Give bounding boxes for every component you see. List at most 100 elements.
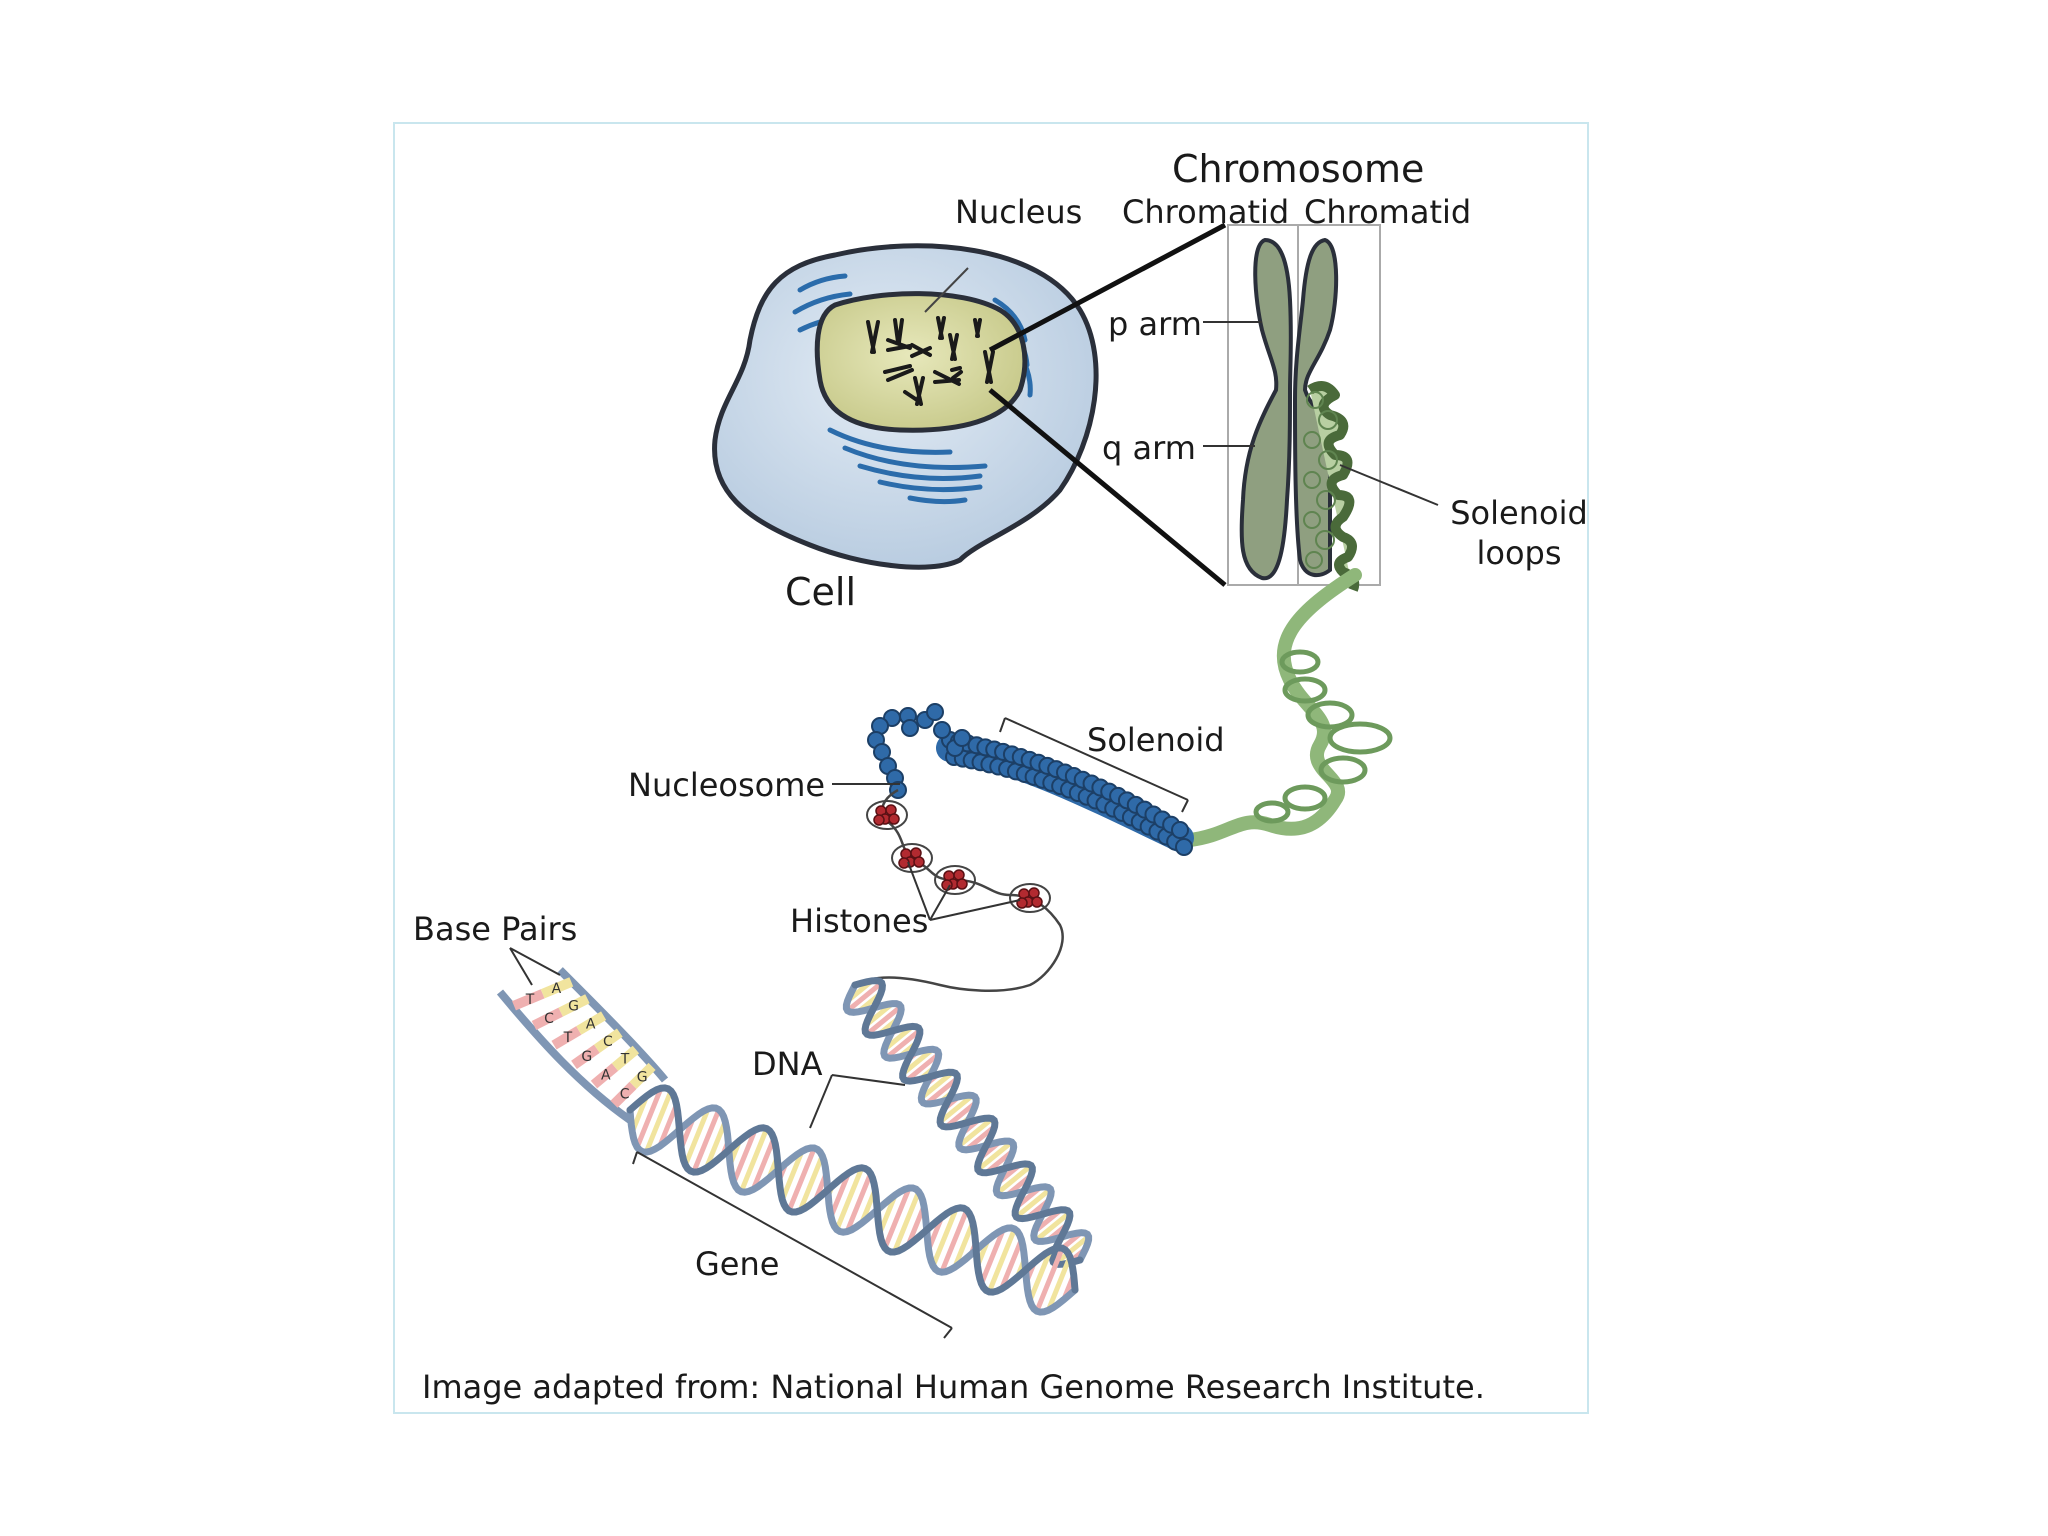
fiber-coils: [1253, 649, 1393, 824]
histone: [956, 878, 968, 890]
base-pair-rung: [780, 1150, 805, 1201]
nucleus-pointer: [924, 267, 969, 313]
base-pair-rung: [865, 1004, 903, 1037]
solenoid-loops-label-line1: Solenoid: [1450, 494, 1588, 532]
base-pair-rung: [834, 1166, 865, 1231]
base-pair-rung: [683, 1107, 711, 1167]
histone: [913, 856, 925, 868]
nucleosome-label: Nucleosome: [628, 766, 826, 804]
base-pair-rung: [976, 1140, 1014, 1172]
base-pair-half: [590, 1063, 619, 1089]
chromatid-left: [1239, 237, 1293, 581]
base-pair-rung: [846, 980, 884, 1013]
solenoid-bracket: [999, 717, 1189, 813]
base-pair-rung: [924, 1076, 960, 1106]
base-pair-rung: [939, 1209, 970, 1274]
histone-wrap: [866, 800, 908, 830]
solenoid-loops-texture: [1303, 391, 1338, 569]
base-letter: C: [620, 1087, 630, 1103]
base-pair-rung: [882, 1187, 912, 1249]
base-pair-rung: [797, 1154, 825, 1212]
base-pair-rung: [901, 1047, 935, 1076]
base-pair-rung: [995, 1163, 1033, 1196]
nucleus-label: Nucleus: [955, 193, 1083, 231]
base-letter: C: [544, 1011, 554, 1027]
base-pair-rung: [979, 1228, 1006, 1285]
histone: [1031, 896, 1043, 908]
solenoid-bead: [1171, 821, 1189, 839]
gene-bracket: [632, 1151, 953, 1339]
base-pair-rung: [999, 1238, 1024, 1290]
base-pair-rung: [738, 1127, 770, 1193]
dna-upper-helix: [842, 977, 1093, 1268]
chromatid-right-label: Chromatid: [1304, 193, 1472, 231]
nucleosome: [933, 721, 951, 739]
base-letter: G: [637, 1069, 648, 1085]
base-pair-rung: [643, 1090, 674, 1154]
histone-wrap: [934, 865, 976, 895]
base-pair-rung: [828, 1172, 851, 1218]
base-letter: A: [552, 981, 562, 997]
nucleosome: [953, 729, 971, 747]
base-pair-rung: [731, 1129, 758, 1184]
base-pair-rung: [919, 1070, 955, 1100]
ladder-strand-left: [496, 989, 633, 1124]
base-pair-half: [531, 1007, 563, 1030]
base-letter: G: [568, 999, 579, 1015]
base-pair-rung: [986, 1228, 1017, 1293]
base-pair-rung: [938, 1093, 975, 1124]
solenoid-label: Solenoid: [1087, 721, 1225, 759]
base-pair-rung: [1034, 1210, 1072, 1243]
base-pair-half: [558, 994, 590, 1017]
base-pair-rung: [952, 1221, 976, 1269]
dna-strand: [626, 1104, 1079, 1316]
base-letter: T: [563, 1030, 573, 1046]
base-pair-half: [576, 1011, 607, 1035]
gene-label: Gene: [695, 1245, 780, 1283]
histone-clusters: [866, 800, 1051, 913]
base-pair-rung: [904, 1052, 941, 1083]
histone: [888, 813, 900, 825]
dna-pointers: [809, 1074, 906, 1129]
base-letter: A: [601, 1068, 611, 1084]
solenoid-loops-pointer: [1339, 464, 1439, 506]
base-pair-rung: [930, 1207, 959, 1267]
base-pair-rung: [691, 1108, 722, 1174]
diagram-frame: [393, 122, 1589, 1414]
nucleus-envelope: [814, 291, 1028, 433]
nucleus-chromosomes: [866, 316, 995, 406]
image-credit: Image adapted from: National Human Genom…: [422, 1368, 1485, 1406]
p-arm-label: p arm: [1108, 305, 1202, 343]
base-pair-half: [629, 1062, 656, 1089]
base-pair-rung: [885, 1028, 922, 1060]
base-pair-rung: [704, 1120, 728, 1169]
base-pair-rung: [786, 1147, 817, 1212]
base-pair-rung: [1053, 1234, 1091, 1266]
zoom-lines: [988, 222, 1227, 587]
base-letter: A: [586, 1016, 596, 1032]
histones-label: Histones: [790, 902, 929, 940]
base-pair-half: [611, 1045, 640, 1071]
base-pair-rung: [1014, 1187, 1052, 1219]
q-arm-label: q arm: [1102, 429, 1196, 467]
dna-strand: [851, 977, 1084, 1268]
dna-lower-helix: [626, 1084, 1079, 1316]
nucleosome: [926, 703, 944, 721]
histones-pointers: [907, 861, 1021, 921]
cell-label: Cell: [785, 570, 857, 614]
base-pairs-pointers: [509, 947, 561, 986]
base-pairs-label: Base Pairs: [413, 910, 578, 948]
base-pair-rung: [1034, 1247, 1065, 1313]
dna-strand: [626, 1084, 1079, 1296]
base-pair-half: [540, 977, 574, 999]
base-pair-rung: [634, 1087, 664, 1149]
base-pair-half: [594, 1028, 623, 1053]
base-letter: T: [620, 1052, 630, 1068]
base-pair-rung: [1027, 1249, 1053, 1302]
fiber-strand: [1183, 568, 1362, 847]
cell-illustration: [712, 243, 1099, 570]
